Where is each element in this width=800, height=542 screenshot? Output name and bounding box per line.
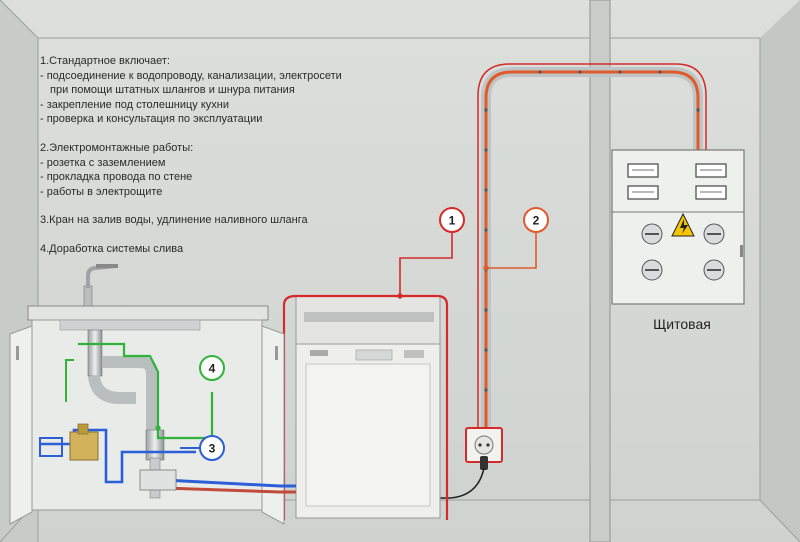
notes-section-2: 2.Электромонтажные работы: - розетка с з…: [40, 141, 420, 199]
service-notes: 1.Стандартное включает: - подсоединение …: [40, 54, 420, 271]
callout-2: 2: [523, 207, 549, 233]
panel-room-label: Щитовая: [653, 316, 711, 332]
callout-2-number: 2: [533, 214, 540, 228]
water-valve: [69, 423, 99, 461]
wall-wiring-route: [477, 63, 707, 440]
section-1-item: - проверка и консультация по эксплуатаци…: [40, 113, 263, 126]
faucet-icon: [83, 264, 118, 307]
callout-4: 4: [199, 355, 225, 381]
callout-2-leader: [486, 232, 537, 269]
section-4-title: 4.Доработка системы слива: [40, 242, 184, 255]
inlet-hose: [139, 469, 296, 494]
section-2-item: - прокладка провода по стене: [40, 171, 193, 184]
section-1-item: - закрепление под столешницу кухни: [40, 98, 230, 111]
callout-4-number: 4: [209, 362, 216, 376]
notes-section-3: 3.Кран на залив воды, удлинение наливног…: [40, 213, 420, 228]
section-2-title: 2.Электромонтажные работы:: [40, 141, 194, 154]
electrical-panel: [611, 149, 745, 305]
callout-1: 1: [439, 207, 465, 233]
callout-1-number: 1: [449, 214, 456, 228]
callout-3-number: 3: [209, 442, 216, 456]
high-voltage-warning-icon: [671, 212, 695, 237]
callout-1-leader: [399, 232, 453, 296]
power-cord: [440, 467, 485, 499]
section-2-item: - работы в электрощите: [40, 185, 163, 198]
section-3-title: 3.Кран на залив воды, удлинение наливног…: [40, 214, 308, 227]
section-1-item: - подсоединение к водопроводу, канализац…: [40, 69, 342, 82]
notes-section-4: 4.Доработка системы слива: [40, 242, 420, 257]
grounded-socket: [465, 427, 503, 470]
dishwasher-circuit-line-1: [282, 294, 449, 520]
section-1-item: при помощи штатных шлангов и шнура питан…: [50, 84, 295, 97]
notes-section-1: 1.Стандартное включает: - подсоединение …: [40, 54, 420, 127]
section-2-item: - розетка с заземлением: [40, 156, 166, 169]
dishwasher: [295, 295, 441, 519]
callout-3: 3: [180, 435, 225, 461]
drain-system-line-4: [78, 342, 214, 440]
section-1-title: 1.Стандартное включает:: [40, 55, 170, 67]
